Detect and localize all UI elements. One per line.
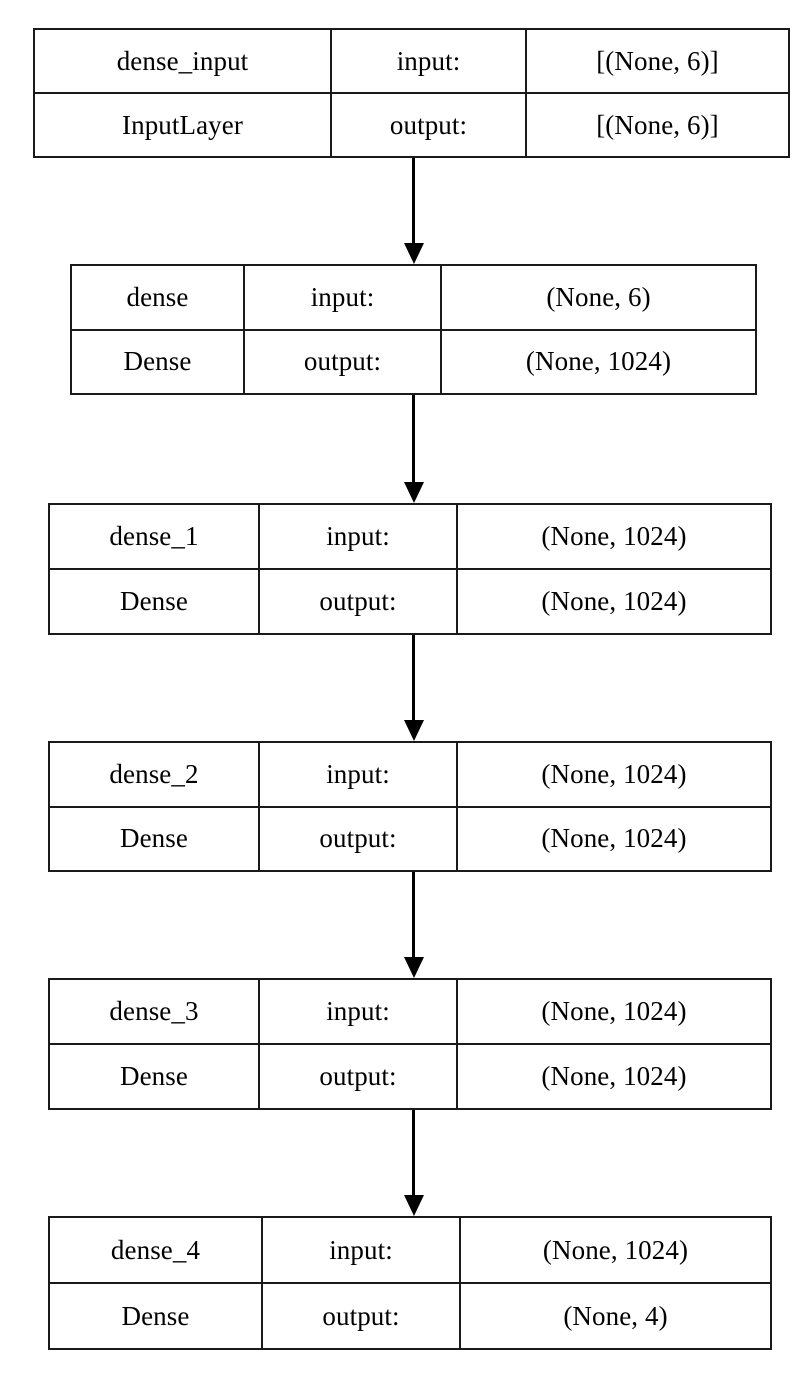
io-label-output: output: [332, 94, 527, 156]
layer-class: Dense [50, 570, 260, 633]
arrowhead-icon [403, 243, 424, 264]
io-label-output: output: [245, 330, 442, 393]
shape-input: (None, 1024) [542, 1234, 689, 1265]
io-label-input: input: [263, 1218, 461, 1282]
io-label-output: output: [263, 1284, 461, 1348]
node-row-output: Dense output: (None, 4) [50, 1284, 770, 1348]
node-row-input: dense_1 input: (None, 1024) [50, 505, 770, 570]
node-dense-3[interactable]: dense_3 input: (None, 1024) Dense output… [48, 978, 772, 1110]
shape-output: (None, 1024) [541, 1061, 687, 1091]
layer-name: dense_3 [50, 980, 260, 1043]
io-label-output: output: [260, 1045, 458, 1108]
node-dense[interactable]: dense input: (None, 6) Dense output: (No… [70, 264, 757, 395]
shape-input: [(None, 6)] [596, 45, 719, 76]
layer-name: dense_2 [50, 743, 260, 806]
edge-line [412, 1110, 415, 1195]
io-label-input: input: [260, 980, 458, 1043]
node-row-output: Dense output: (None, 1024) [50, 570, 770, 633]
io-label-input: input: [245, 266, 442, 329]
shape-output: (None, 1024) [541, 586, 687, 616]
io-label-input: input: [332, 30, 527, 92]
shape-output: (None, 1024) [525, 346, 672, 377]
edge-dense-1-to-dense-2 [403, 635, 424, 741]
layer-name: dense_4 [50, 1218, 263, 1282]
layer-class: Dense [50, 807, 260, 870]
edge-line [412, 635, 415, 720]
edge-line [412, 872, 415, 957]
node-row-input: dense_3 input: (None, 1024) [50, 980, 770, 1045]
shape-input: (None, 1024) [541, 996, 687, 1026]
layer-class: Dense [50, 1284, 263, 1348]
shape-input: (None, 1024) [541, 758, 687, 789]
shape-input: (None, 1024) [541, 521, 687, 551]
layer-class: InputLayer [35, 94, 332, 156]
io-label-input: input: [260, 505, 458, 568]
edge-dense-3-to-dense-4 [403, 1110, 424, 1216]
layer-name: dense [72, 266, 245, 329]
node-row-input: dense_4 input: (None, 1024) [50, 1218, 770, 1284]
node-row-output: InputLayer output: [(None, 6)] [35, 94, 788, 156]
node-row-input: dense input: (None, 6) [72, 266, 755, 331]
shape-output: [(None, 6)] [596, 109, 719, 140]
shape-output: (None, 4) [563, 1300, 668, 1331]
layer-name: dense_input [35, 30, 332, 92]
shape-input: (None, 6) [546, 281, 651, 312]
edge-line [412, 158, 415, 243]
arrowhead-icon [403, 482, 424, 503]
node-dense-1[interactable]: dense_1 input: (None, 1024) Dense output… [48, 503, 772, 635]
layer-class: Dense [72, 330, 245, 393]
arrowhead-icon [403, 957, 424, 978]
io-label-output: output: [260, 570, 458, 633]
node-dense-4[interactable]: dense_4 input: (None, 1024) Dense output… [48, 1216, 772, 1350]
shape-output: (None, 1024) [541, 823, 687, 854]
arrowhead-icon [403, 720, 424, 741]
node-row-input: dense_2 input: (None, 1024) [50, 743, 770, 808]
edge-dense-input-to-dense [403, 158, 424, 264]
node-row-input: dense_input input: [(None, 6)] [35, 30, 788, 94]
edge-dense-2-to-dense-3 [403, 872, 424, 978]
layer-class: Dense [50, 1045, 260, 1108]
node-row-output: Dense output: (None, 1024) [50, 807, 770, 870]
edge-dense-to-dense-1 [403, 395, 424, 503]
node-dense-input[interactable]: dense_input input: [(None, 6)] InputLaye… [33, 28, 790, 158]
edge-line [412, 395, 415, 482]
arrowhead-icon [403, 1195, 424, 1216]
node-row-output: Dense output: (None, 1024) [72, 330, 755, 393]
io-label-input: input: [260, 743, 458, 806]
node-row-output: Dense output: (None, 1024) [50, 1045, 770, 1108]
io-label-output: output: [260, 807, 458, 870]
layer-name: dense_1 [50, 505, 260, 568]
node-dense-2[interactable]: dense_2 input: (None, 1024) Dense output… [48, 741, 772, 872]
